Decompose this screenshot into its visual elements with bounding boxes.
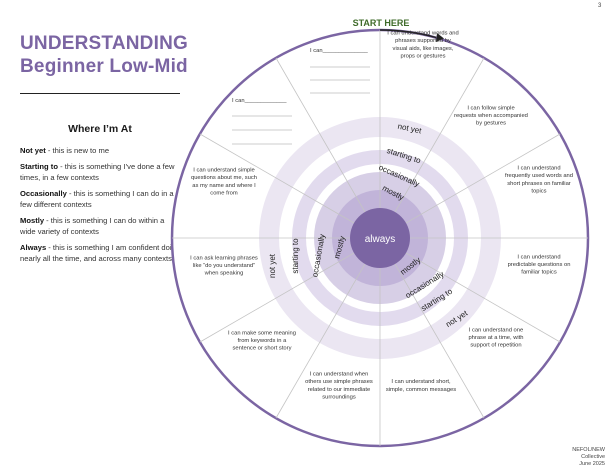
legend-item-occasionally: Occasionally - this is something I can d…	[20, 189, 174, 209]
start-arrow-icon	[436, 33, 444, 42]
segment-5-text: I can understand short,simple, common me…	[386, 379, 456, 393]
segment-dividers	[172, 30, 588, 446]
footer-credit: NEFOL/NEW Collective June 2025	[572, 447, 605, 467]
level-legend: Not yet - this is new to me Starting to …	[20, 145, 182, 269]
legend-heading: Where I’m At	[68, 123, 132, 135]
ring-label-starting-to-left: starting to	[291, 238, 300, 274]
legend-item-mostly: Mostly - this is something I can do with…	[20, 216, 165, 236]
segment-10-blank-lines	[232, 115, 292, 145]
segment-10-text: I can_____________	[232, 98, 287, 104]
ring-label-not-yet-left: not yet	[268, 253, 277, 278]
start-here-label: START HERE	[353, 18, 410, 28]
legend-item-not-yet: Not yet - this is new to me	[20, 146, 110, 155]
segment-11-text: I can______________	[310, 48, 368, 54]
center-always-circle	[350, 208, 410, 268]
title-divider	[20, 93, 180, 94]
page-number: 3	[598, 3, 602, 9]
page-title: UNDERSTANDING	[20, 33, 188, 54]
start-arc	[379, 29, 437, 39]
segment-11-blank-lines	[310, 66, 370, 94]
legend-item-always: Always - this is something I am confiden…	[20, 243, 180, 263]
center-label: always	[365, 234, 396, 245]
legend-item-starting-to: Starting to - this is something I’ve don…	[20, 162, 175, 182]
page-subtitle: Beginner Low-Mid	[20, 56, 188, 77]
